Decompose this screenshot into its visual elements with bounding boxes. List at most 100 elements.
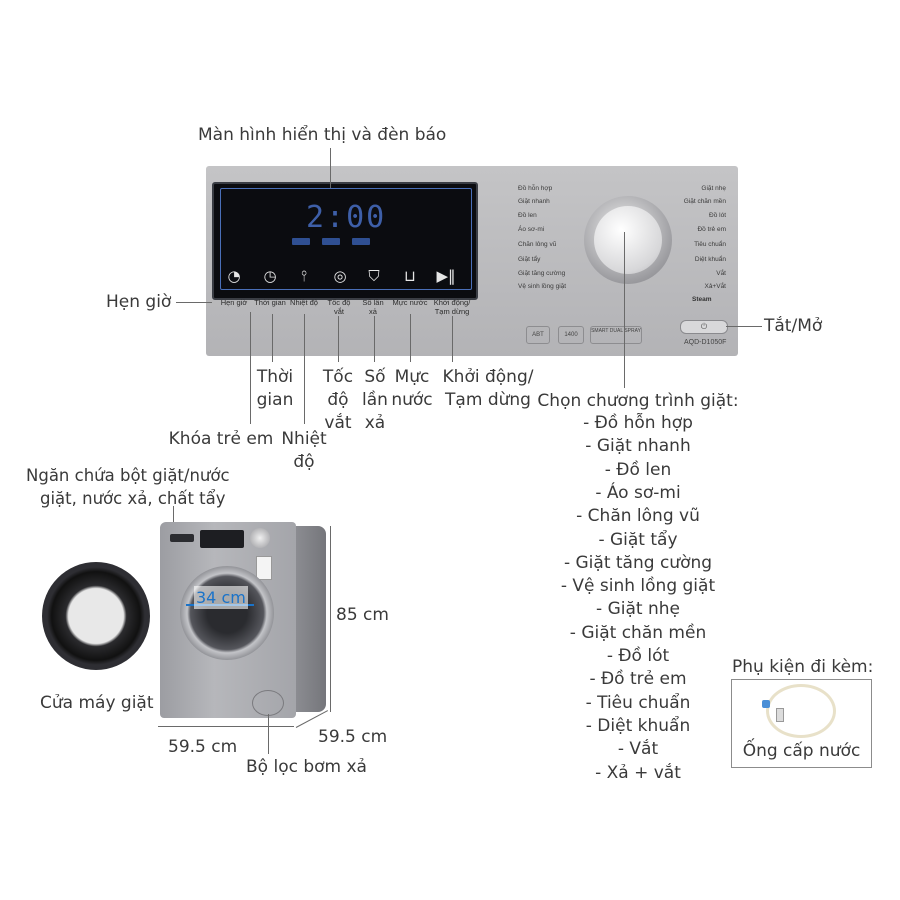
panel-program-label: Giặt tăng cường xyxy=(518,270,566,277)
steam-label: Steam xyxy=(692,296,712,303)
leader-line xyxy=(173,506,174,534)
panel-program-label: Giặt chăn mền xyxy=(683,198,726,205)
drum-opening xyxy=(180,566,274,660)
label-door: Cửa máy giặt xyxy=(40,693,154,713)
shirt-icon[interactable]: ⛉ xyxy=(368,267,380,285)
panel-program-label: Đồ trẻ em xyxy=(697,226,726,233)
label-display-indicator: Màn hình hiển thị và đèn báo xyxy=(198,125,447,145)
panel-program-label: Vắt xyxy=(716,270,726,277)
hose-connector xyxy=(762,700,770,708)
panel-program-label: Giặt tẩy xyxy=(518,256,541,263)
program-list-item: - Vệ sinh lồng giặt xyxy=(560,576,716,597)
label-timer: Hẹn giờ xyxy=(106,292,172,312)
program-list-item: - Áo sơ-mi xyxy=(595,482,681,503)
program-list-item: - Giặt tăng cường xyxy=(563,552,713,573)
panel-program-label: Đồ lót xyxy=(709,212,726,219)
leader-line xyxy=(272,314,273,362)
thermometer-icon[interactable]: ⫯ xyxy=(300,267,308,285)
hose-connector xyxy=(776,708,784,722)
panel-program-label: Vệ sinh lồng giặt xyxy=(518,283,567,290)
power-icon: ⏻ xyxy=(700,322,708,331)
accessory-title: Phụ kiện đi kèm: xyxy=(732,657,874,677)
drum-diameter: 34 cm xyxy=(194,586,248,609)
panel-program-label: Giặt nhanh xyxy=(518,198,550,205)
program-list-item: - Đồ lót xyxy=(606,646,670,666)
detergent-drawer[interactable] xyxy=(170,534,194,542)
display-frame xyxy=(220,188,472,290)
panel-button-label: Hẹn giờ xyxy=(220,298,248,307)
leader-line xyxy=(250,312,251,424)
height-dimension-line xyxy=(330,526,331,712)
panel-button-label: Tốc độ vắt xyxy=(327,298,351,316)
program-list-item: - Đồ hỗn hợp xyxy=(583,413,693,433)
leader-line xyxy=(268,714,269,754)
accessory-item: Ống cấp nước xyxy=(742,741,861,761)
panel-program-label: Xả+Vắt xyxy=(704,283,726,290)
machine-display xyxy=(200,530,244,548)
display-time: 2:00 xyxy=(306,200,387,235)
leader-line xyxy=(624,232,625,388)
leader-line xyxy=(374,316,375,362)
drain-filter[interactable] xyxy=(252,690,284,716)
panel-button-label: Nhiệt độ xyxy=(290,298,318,307)
rpm-badge: 1400 xyxy=(558,326,584,344)
program-list-item: - Đồ trẻ em xyxy=(589,669,687,690)
panel-button-label: Thời gian xyxy=(254,298,286,307)
program-list-title: Chọn chương trình giặt: xyxy=(537,391,739,411)
program-list-item: - Giặt chăn mền xyxy=(569,622,707,643)
panel-button-label: Số lần xả xyxy=(362,298,384,316)
panel-program-label: Tiêu chuẩn xyxy=(694,241,726,248)
program-list-item: - Xả + vắt xyxy=(595,762,681,783)
program-list-item: - Đồ len xyxy=(604,459,672,480)
leader-line xyxy=(452,316,453,362)
play-pause-icon[interactable]: ▶‖ xyxy=(436,267,456,285)
height-dimension: 85 cm xyxy=(336,605,389,625)
water-level-icon[interactable]: ⊔ xyxy=(404,267,416,285)
abt-badge: ABT xyxy=(526,326,550,344)
leader-line xyxy=(338,316,339,362)
energy-sticker xyxy=(256,556,272,580)
program-list-item: - Giặt nhanh xyxy=(585,436,691,457)
machine-side xyxy=(292,526,326,712)
label-drain-filter: Bộ lọc bơm xả xyxy=(246,757,367,777)
leader-line xyxy=(726,326,762,327)
panel-button-label: Mực nước xyxy=(392,298,428,307)
model-number: AQD-D1050F xyxy=(684,339,727,346)
program-dial-knob[interactable] xyxy=(594,206,662,274)
program-list-item: - Chăn lông vũ xyxy=(576,506,700,527)
label-child-lock: Khóa trẻ em xyxy=(168,429,274,449)
program-list-item: - Giặt tẩy xyxy=(598,529,678,550)
display-indicator xyxy=(352,238,370,245)
panel-program-label: Giặt nhẹ xyxy=(701,185,726,192)
spin-icon[interactable]: ◎ xyxy=(333,267,347,285)
panel-program-label: Áo sơ-mi xyxy=(518,226,545,233)
leader-line xyxy=(330,148,331,188)
machine-dial xyxy=(250,528,270,548)
program-list-item: - Giặt nhẹ xyxy=(596,599,680,620)
timer-icon[interactable]: ◔ xyxy=(227,267,241,285)
program-list-item: - Vắt xyxy=(617,739,659,760)
panel-button-label: Khởi động/ Tạm dừng xyxy=(433,298,471,316)
depth-dimension: 59.5 cm xyxy=(318,727,388,747)
panel-program-label: Đồ len xyxy=(518,212,537,219)
smart-badge: SMART DUAL SPRAY xyxy=(590,326,642,344)
display-indicator xyxy=(322,238,340,245)
power-button[interactable]: ⏻ xyxy=(680,320,728,334)
display-indicator xyxy=(292,238,310,245)
clock-icon[interactable]: ◷ xyxy=(263,267,277,285)
machine-door[interactable] xyxy=(42,562,150,670)
label-start-pause: Khởi động/Tạm dừng xyxy=(442,367,534,410)
panel-program-label: Đồ hỗn hợp xyxy=(518,185,553,192)
width-dimension-line xyxy=(158,726,294,727)
water-hose-image xyxy=(766,684,836,738)
panel-program-label: Chăn lông vũ xyxy=(518,241,557,248)
panel-program-label: Diệt khuẩn xyxy=(694,256,726,263)
display-screen xyxy=(212,182,478,300)
leader-line xyxy=(176,302,212,303)
